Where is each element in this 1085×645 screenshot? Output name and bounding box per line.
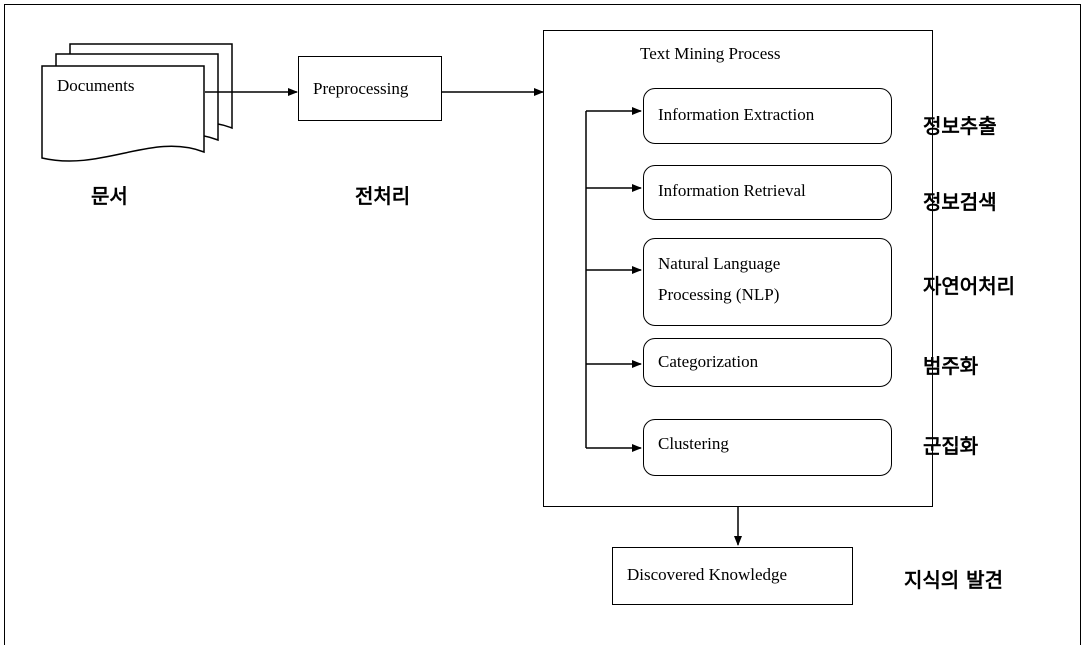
step-categorization: Categorization	[643, 338, 892, 387]
preprocessing-korean-label: 전처리	[355, 184, 411, 208]
step-korean-label: 자연어처리	[923, 274, 1015, 298]
step-label: Categorization	[658, 352, 759, 371]
documents-icon	[41, 43, 233, 162]
step-nlp: Natural Language Processing (NLP)	[643, 238, 892, 326]
documents-label: Documents	[57, 76, 135, 95]
step-label-line2: Processing (NLP)	[658, 285, 780, 304]
discovered-knowledge-box: Discovered Knowledge	[612, 547, 853, 605]
step-information-extraction: Information Extraction	[643, 88, 892, 144]
output-label: Discovered Knowledge	[627, 565, 788, 584]
step-korean-label: 범주화	[923, 354, 979, 378]
process-title: Text Mining Process	[640, 44, 781, 63]
preprocessing-label: Preprocessing	[313, 79, 409, 98]
step-korean-label: 군집화	[923, 434, 979, 458]
step-label: Clustering	[658, 434, 729, 453]
step-korean-label: 정보추출	[923, 114, 997, 138]
step-information-retrieval: Information Retrieval	[643, 165, 892, 220]
step-label: Information Retrieval	[658, 181, 806, 200]
documents-korean-label: 문서	[91, 184, 128, 208]
text-mining-process-box: Text Mining Process	[543, 30, 933, 507]
step-clustering: Clustering	[643, 419, 892, 476]
step-korean-label: 정보검색	[923, 190, 997, 214]
diagram-frame	[4, 4, 1081, 645]
step-label: Information Extraction	[658, 105, 815, 124]
output-korean-label: 지식의 발견	[904, 568, 1003, 592]
step-label-line1: Natural Language	[658, 254, 781, 273]
preprocessing-box: Preprocessing	[298, 56, 442, 121]
